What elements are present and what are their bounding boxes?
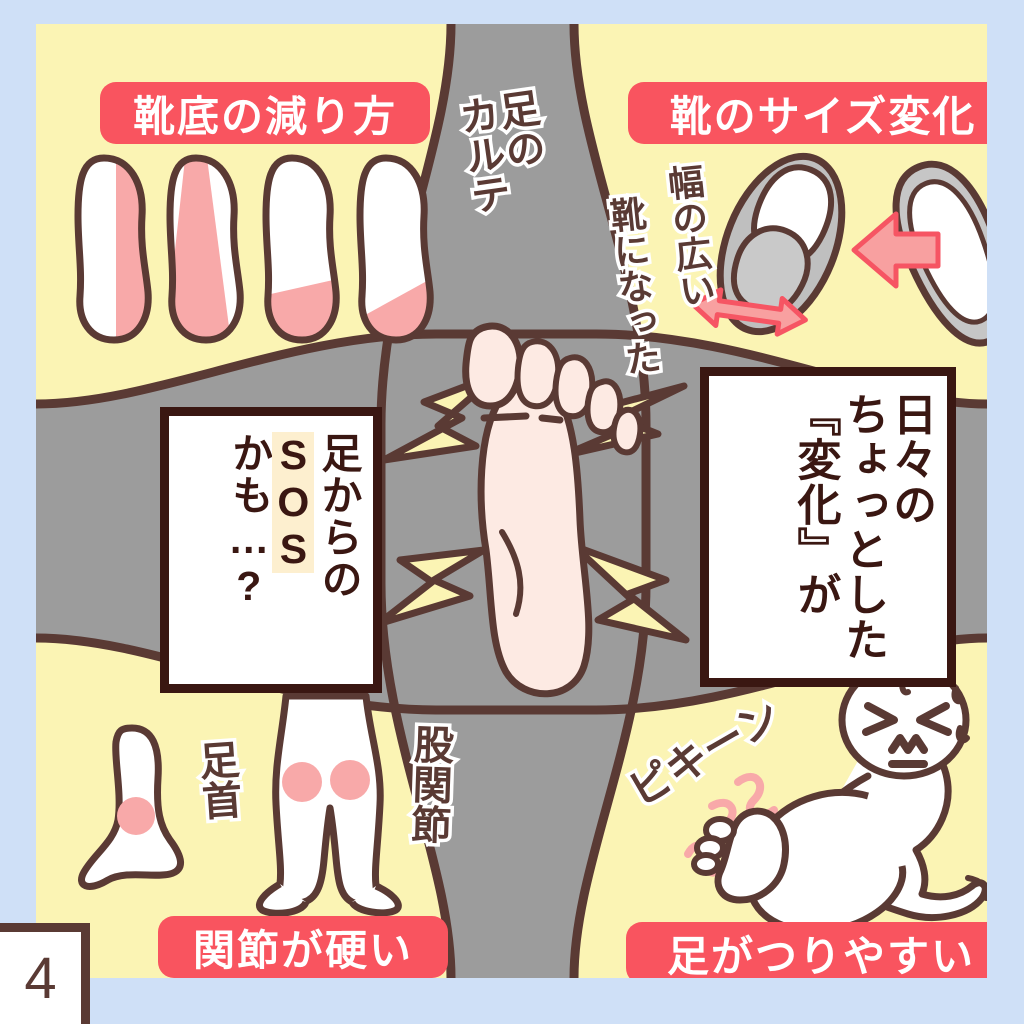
label-wide-shoe-line2: 靴になった — [600, 191, 667, 381]
yellow-panel: 靴底の減り方 靴のサイズ変化 関節が硬い 足がつりやすい 足の カルテ 幅の広い… — [36, 24, 987, 978]
caption-line-1: 日々の — [886, 392, 935, 527]
caption-box-sos: 足からの SOS かも…? — [160, 407, 382, 693]
caption-line-2-highlighted: SOS — [270, 432, 317, 573]
badge-leg-cramps[interactable]: 足がつりやすい — [626, 922, 987, 978]
badge-shoe-sole-wear[interactable]: 靴底の減り方 — [100, 82, 430, 144]
label-ankle: 足首 — [189, 735, 245, 825]
shoe-size-illustration — [686, 124, 987, 364]
legs-hips-illustration — [244, 692, 424, 917]
label-hip-joint: 股関節 — [401, 720, 456, 848]
caption-line-3: かも…? — [225, 432, 272, 610]
label-foot-chart: 足の カルテ — [447, 83, 549, 221]
caption-box-daily-change: 日々の ちょっとした 『変化』が — [700, 367, 956, 687]
shoe-soles-illustration — [56, 150, 456, 360]
caption-line-2: ちょっとした — [838, 392, 888, 662]
label-wide-shoe-line1: 幅の広い — [658, 159, 721, 313]
label-sound-effect-pikiin: ピキーン — [617, 688, 791, 819]
page-number: 4 — [0, 923, 90, 1024]
badge-stiff-joints[interactable]: 関節が硬い — [158, 916, 448, 978]
caption-line-3: 『変化』が — [790, 392, 840, 617]
caption-line-1: 足からの — [315, 432, 361, 600]
badge-shoe-size-change[interactable]: 靴のサイズ変化 — [628, 82, 987, 144]
cramping-person-illustration — [616, 660, 987, 944]
